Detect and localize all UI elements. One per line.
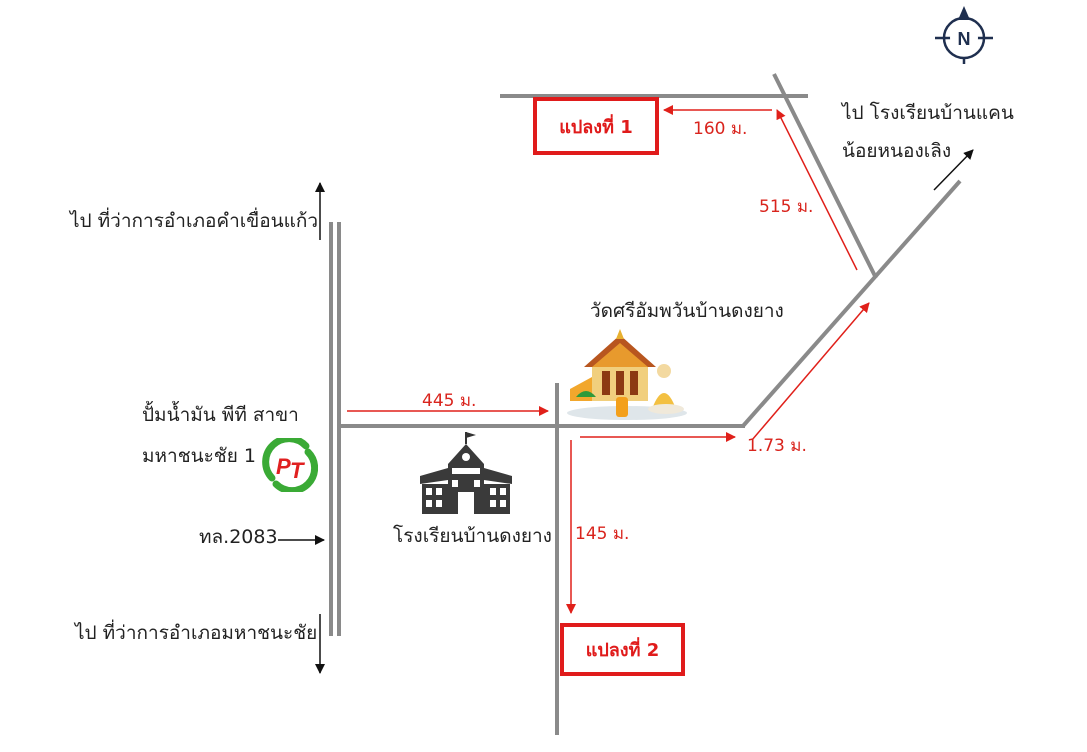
temple-icon	[567, 329, 687, 420]
plot-2-box: แปลงที่ 2	[560, 623, 685, 676]
distance-160: 160 ม.	[693, 119, 748, 139]
school-building-icon	[420, 432, 512, 514]
plot-1-label: แปลงที่ 1	[559, 116, 633, 138]
distance-145: 145 ม.	[575, 524, 630, 544]
plot-1-box: แปลงที่ 1	[533, 97, 659, 155]
plot-2-label: แปลงที่ 2	[585, 640, 660, 661]
route-arrow-515	[776, 109, 858, 271]
compass-label: N	[958, 29, 971, 49]
compass-north-icon: N	[935, 6, 993, 64]
distance-515: 515 ม.	[759, 197, 814, 217]
road-number-label: ทล.2083	[199, 526, 278, 548]
svg-text:P: P	[276, 454, 291, 479]
north-road	[772, 73, 878, 279]
gas-station-label-1: ปั้มน้ำมัน พีที สาขา	[142, 404, 299, 426]
to-school-label-1: ไป โรงเรียนบ้านแคน	[842, 102, 1014, 124]
school-label: โรงเรียนบ้านดงยาง	[393, 525, 552, 547]
to-school-label-2: น้อยหนองเลิง	[842, 140, 952, 162]
route-arrow-diagonal	[751, 302, 870, 441]
distance-445: 445 ม.	[422, 391, 477, 411]
to-maha-chana-chai-label: ไป ที่ว่าการอำเภอมหาชนะชัย	[75, 622, 318, 644]
gas-station-label-2: มหาชนะชัย 1	[142, 445, 256, 467]
pt-logo-icon: P T	[262, 438, 318, 492]
arrow-northeast-icon	[933, 149, 974, 191]
to-kham-khuean-kaeo-label: ไป ที่ว่าการอำเภอคำเขื่อนแก้ว	[70, 210, 319, 232]
diagonal-road	[741, 179, 962, 428]
svg-text:T: T	[290, 458, 305, 483]
temple-label: วัดศรีอัมพวันบ้านดงยาง	[590, 300, 784, 322]
distance-173: 1.73 ม.	[747, 436, 807, 456]
